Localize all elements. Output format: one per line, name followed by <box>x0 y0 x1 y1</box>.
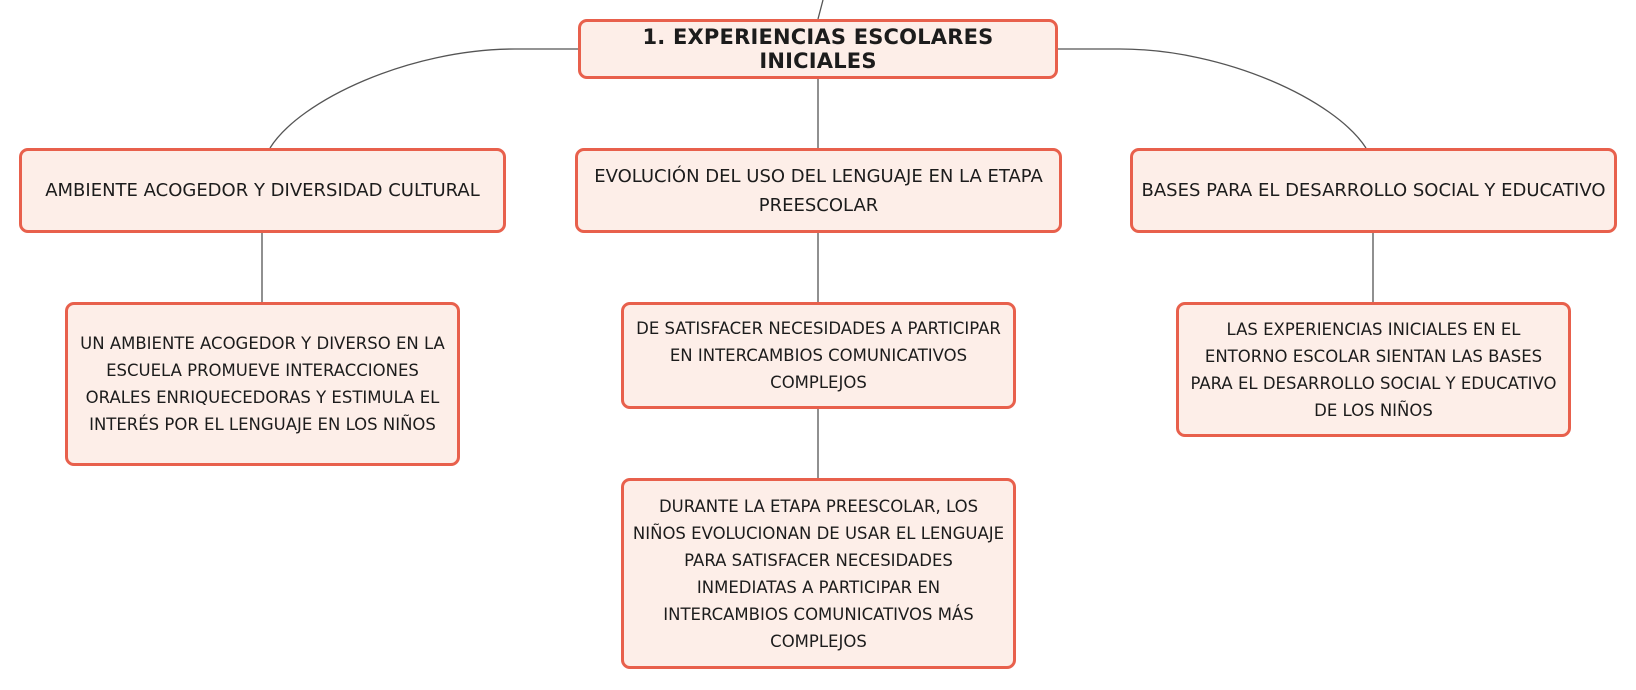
subtopic-ambiente-detalle[interactable]: UN AMBIENTE ACOGEDOR Y DIVERSO EN LA ESC… <box>65 302 460 466</box>
root-topic[interactable]: 1. EXPERIENCIAS ESCOLARES INICIALES <box>578 19 1058 79</box>
topic-label: BASES PARA EL DESARROLLO SOCIAL Y EDUCAT… <box>1141 180 1606 201</box>
subtopic-label: LAS EXPERIENCIAS INICIALES EN EL ENTORNO… <box>1190 319 1557 420</box>
connector-root-to-topic-3 <box>1058 48 1367 149</box>
topic-bases-desarrollo[interactable]: BASES PARA EL DESARROLLO SOCIAL Y EDUCAT… <box>1130 148 1617 233</box>
subtopic-satisfacer-necesidades[interactable]: DE SATISFACER NECESIDADES A PARTICIPAR E… <box>621 302 1016 409</box>
topic-label: AMBIENTE ACOGEDOR Y DIVERSIDAD CULTURAL <box>45 180 480 201</box>
subtopic-label: DE SATISFACER NECESIDADES A PARTICIPAR E… <box>636 319 1001 392</box>
subtopic-bases-detalle[interactable]: LAS EXPERIENCIAS INICIALES EN EL ENTORNO… <box>1176 302 1571 437</box>
root-topic-label: 1. EXPERIENCIAS ESCOLARES INICIALES <box>642 25 994 73</box>
connector-root-to-topic-1 <box>269 48 578 149</box>
subtopic-label: DURANTE LA ETAPA PREESCOLAR, LOS NIÑOS E… <box>632 496 1005 651</box>
subtopic-label: UN AMBIENTE ACOGEDOR Y DIVERSO EN LA ESC… <box>80 334 445 434</box>
topic-evolucion-lenguaje[interactable]: EVOLUCIÓN DEL USO DEL LENGUAJE EN LA ETA… <box>575 148 1062 233</box>
subtopic-etapa-preescolar-detalle[interactable]: DURANTE LA ETAPA PREESCOLAR, LOS NIÑOS E… <box>621 478 1016 669</box>
topic-label: EVOLUCIÓN DEL USO DEL LENGUAJE EN LA ETA… <box>594 165 1043 216</box>
connector-parent-to-root <box>817 0 824 20</box>
topic-ambiente-acogedor[interactable]: AMBIENTE ACOGEDOR Y DIVERSIDAD CULTURAL <box>19 148 506 233</box>
